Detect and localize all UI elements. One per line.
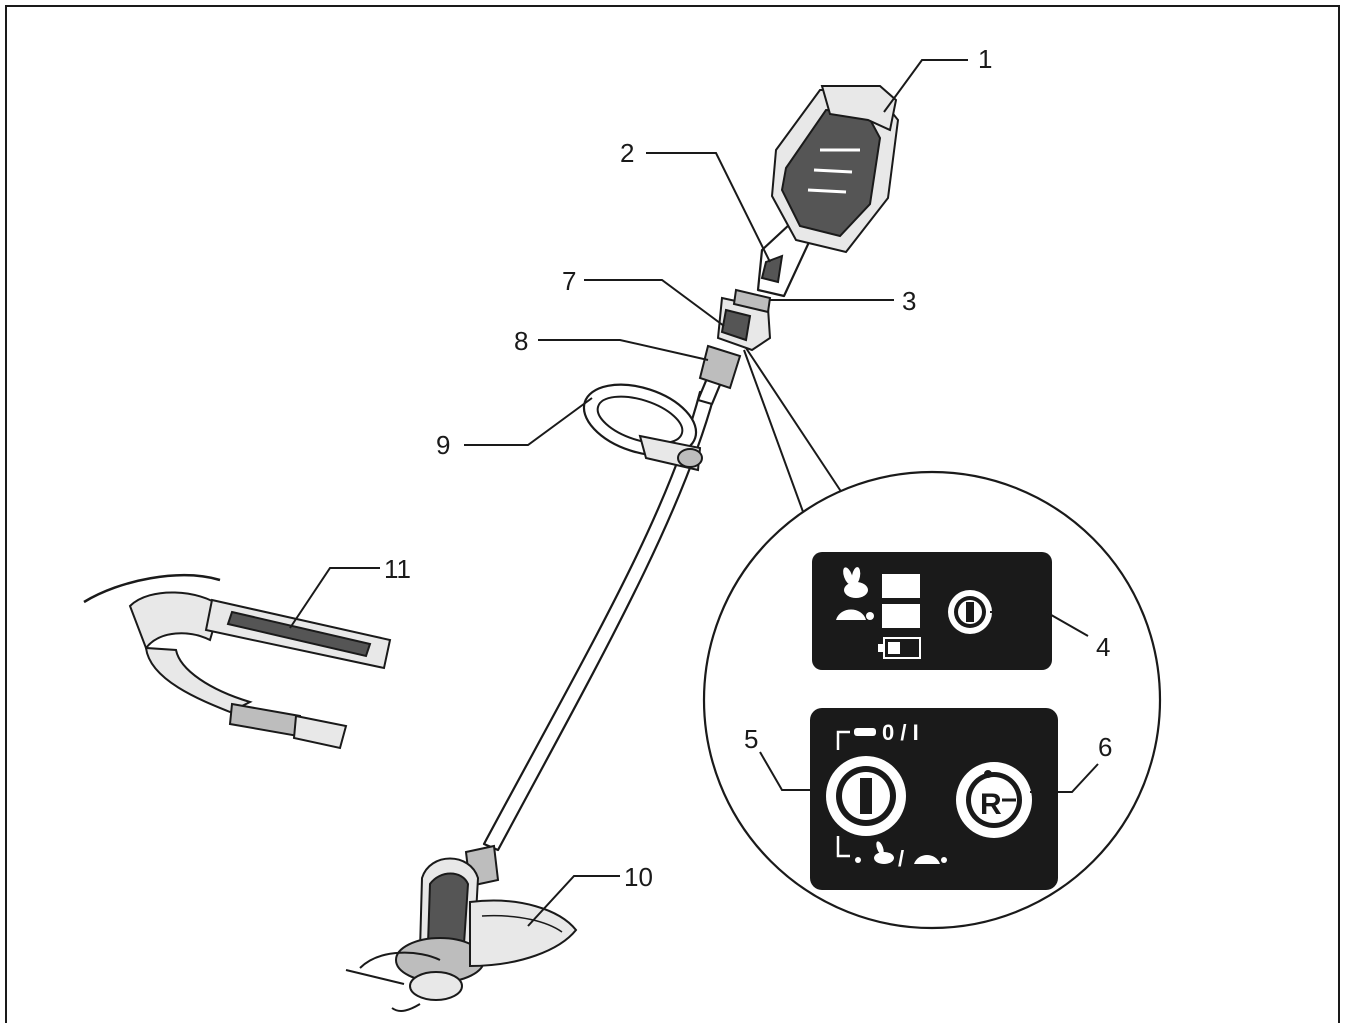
power-button — [826, 756, 906, 836]
callout-7: 7 — [562, 266, 576, 296]
mode-bracket: 0 / I / — [836, 720, 947, 871]
leader-11 — [289, 567, 380, 629]
rear-grip-marker — [760, 254, 784, 284]
rabbit-icon — [843, 567, 868, 598]
reverse-letter: R — [980, 788, 1002, 821]
control-housing — [716, 288, 772, 352]
callout-1: 1 — [978, 44, 992, 74]
battery-pack — [770, 85, 900, 254]
safety-guard — [469, 899, 578, 968]
reverse-button: R — [956, 762, 1032, 838]
leader-10 — [527, 875, 620, 927]
turtle-icon — [836, 609, 874, 620]
control-panel-detail: 0 / I / R — [702, 347, 1162, 930]
string-trimmer — [345, 85, 900, 1012]
callout-4: 4 — [1096, 632, 1110, 662]
switch-panel — [810, 708, 1058, 890]
battery-check-button — [948, 590, 992, 634]
leader-lines — [289, 59, 1099, 927]
high-speed-lamp — [882, 574, 920, 598]
callout-5: 5 — [744, 724, 758, 754]
callout-8: 8 — [514, 326, 528, 356]
leader-2 — [646, 152, 771, 263]
callout-3: 3 — [902, 286, 916, 316]
leader-4 — [990, 611, 1089, 637]
page-frame — [5, 5, 1340, 1023]
callout-numbers: 1 2 3 4 5 6 7 8 9 10 11 — [384, 44, 1112, 892]
battery-indicator-icon — [878, 637, 921, 659]
callout-11: 11 — [384, 554, 411, 584]
shoulder-strap — [83, 574, 392, 750]
zoom-line-right — [745, 347, 849, 503]
indicator-panel — [812, 552, 1052, 670]
loop-handle — [582, 383, 703, 472]
zoom-line-left — [743, 349, 807, 521]
callout-10: 10 — [624, 862, 653, 892]
callout-6: 6 — [1098, 732, 1112, 762]
callout-2: 2 — [620, 138, 634, 168]
leader-8 — [538, 339, 709, 361]
leader-6 — [1030, 763, 1099, 793]
grip-joint — [698, 344, 742, 390]
switch-label: 0 / I — [882, 720, 919, 745]
leader-7 — [584, 279, 725, 327]
svg-text:/: / — [898, 846, 904, 871]
low-speed-lamp — [882, 604, 920, 628]
leader-1 — [883, 59, 968, 113]
callout-9: 9 — [436, 430, 450, 460]
leader-5 — [759, 751, 826, 791]
leader-9 — [464, 397, 593, 446]
